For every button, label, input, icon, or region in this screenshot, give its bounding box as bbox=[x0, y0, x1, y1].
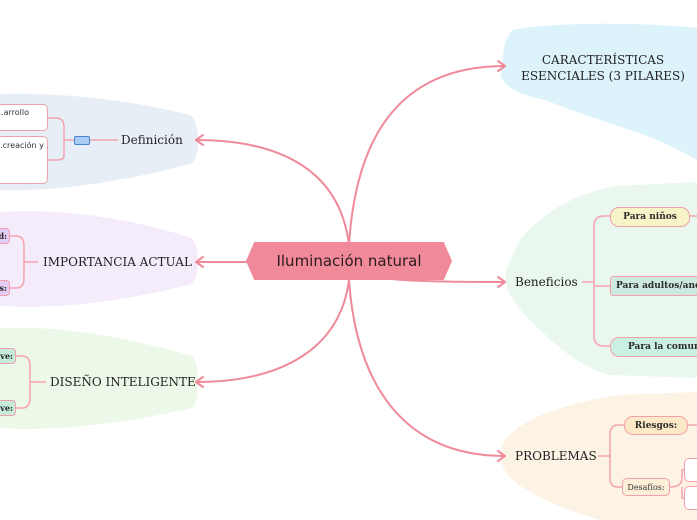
arrow-problemas bbox=[497, 450, 506, 462]
importancia-connector bbox=[10, 235, 38, 289]
beneficios-item-label: Para la comunidad bbox=[628, 342, 697, 352]
problemas-topic[interactable]: PROBLEMAS bbox=[515, 449, 597, 463]
diseno-topic[interactable]: DISEÑO INTELIGENTE bbox=[50, 375, 196, 389]
definicion-item-1[interactable]: ...arrollo bbox=[0, 104, 48, 131]
link-problemas bbox=[348, 279, 506, 457]
diseno-region bbox=[0, 327, 198, 429]
link-diseno bbox=[195, 279, 350, 383]
definicion-topic[interactable]: Definición bbox=[121, 133, 183, 147]
diseno-item-1[interactable]: ve: bbox=[0, 348, 16, 364]
problemas-item-desafios[interactable]: Desafíos: bbox=[622, 478, 670, 496]
beneficios-connector bbox=[582, 215, 610, 347]
diseno-label: DISEÑO INTELIGENTE bbox=[50, 375, 196, 389]
beneficios-region bbox=[505, 182, 697, 378]
problemas-item-riesgos[interactable]: Riesgos: bbox=[624, 416, 688, 435]
definicion-item-label: ...arrollo bbox=[0, 108, 29, 117]
diseno-item-2[interactable]: ve: bbox=[0, 400, 16, 416]
beneficios-topic[interactable]: Beneficios bbox=[515, 275, 578, 289]
problemas-label: PROBLEMAS bbox=[515, 449, 597, 463]
caracteristicas-topic[interactable]: CARACTERÍSTICAS ESENCIALES (3 PILARES) bbox=[517, 52, 689, 84]
definicion-label: Definición bbox=[121, 133, 183, 147]
caracteristicas-region bbox=[500, 23, 697, 161]
problemas-item-label: Riesgos: bbox=[634, 420, 678, 431]
definicion-item-label: ...creación y bbox=[0, 141, 44, 150]
diseno-item-label: ve: bbox=[0, 403, 13, 413]
arrow-beneficios bbox=[497, 276, 506, 288]
importancia-item-2[interactable]: s: bbox=[0, 280, 10, 296]
beneficios-item-ninos[interactable]: Para niños bbox=[610, 207, 690, 227]
arrow-diseno bbox=[195, 376, 204, 388]
arrow-definicion bbox=[195, 134, 204, 146]
diseno-connector bbox=[16, 355, 46, 409]
problemas-connector bbox=[598, 424, 624, 488]
problemas-subitem-1[interactable] bbox=[684, 458, 697, 482]
beneficios-item-label: Para adultos/ancianos bbox=[616, 281, 697, 291]
importancia-item-label: d: bbox=[0, 231, 7, 241]
link-caracteristicas bbox=[348, 65, 506, 246]
arrow-importancia bbox=[195, 256, 204, 268]
importancia-item-1[interactable]: d: bbox=[0, 228, 10, 244]
central-topic[interactable]: Iluminación natural bbox=[246, 242, 452, 280]
central-topic-label: Iluminación natural bbox=[276, 252, 422, 270]
definicion-connector bbox=[48, 117, 118, 161]
importancia-topic[interactable]: IMPORTANCIA ACTUAL bbox=[43, 255, 192, 269]
beneficios-label: Beneficios bbox=[515, 275, 578, 289]
importancia-label: IMPORTANCIA ACTUAL bbox=[43, 255, 192, 269]
diseno-item-label: ve: bbox=[0, 351, 13, 361]
importancia-item-label: s: bbox=[0, 283, 7, 293]
beneficios-item-comunidad[interactable]: Para la comunidad bbox=[610, 337, 697, 357]
collapse-toggle-icon[interactable] bbox=[74, 136, 90, 145]
beneficios-item-label: Para niños bbox=[623, 212, 677, 222]
importancia-region bbox=[0, 211, 198, 307]
problemas-item-label: Desafíos: bbox=[627, 482, 665, 492]
beneficios-item-adultos[interactable]: Para adultos/ancianos bbox=[610, 276, 697, 296]
definicion-item-2[interactable]: ...creación y bbox=[0, 136, 48, 184]
arrow-caracteristicas bbox=[497, 60, 506, 72]
link-definicion bbox=[195, 139, 350, 246]
problemas-subitem-2[interactable] bbox=[684, 486, 697, 510]
caracteristicas-label-line2: ESENCIALES (3 PILARES) bbox=[521, 69, 685, 83]
caracteristicas-label-line1: CARACTERÍSTICAS bbox=[541, 53, 665, 67]
